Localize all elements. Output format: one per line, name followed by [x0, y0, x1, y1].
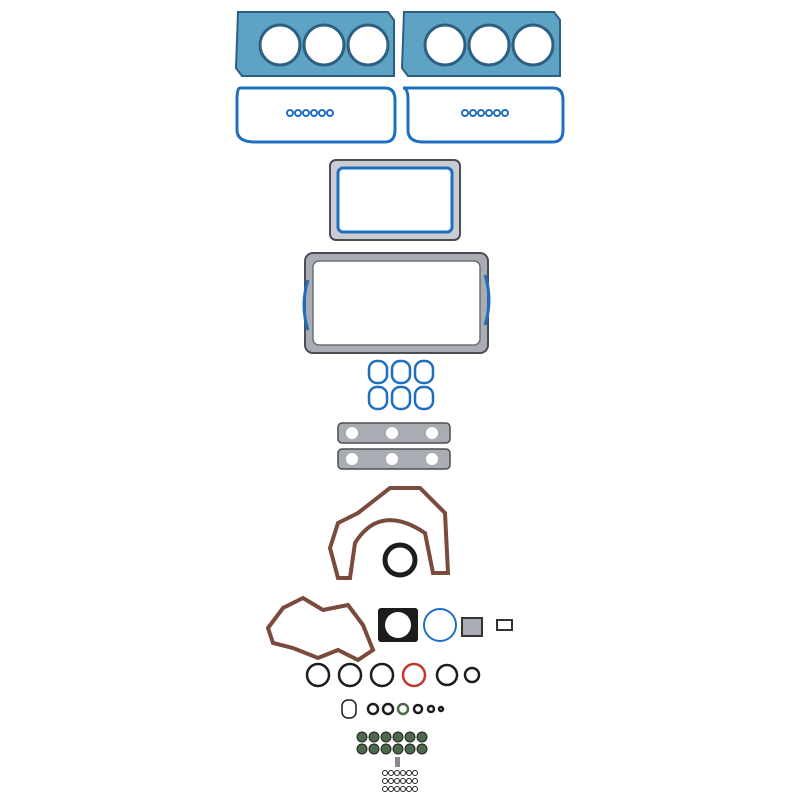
intake-seal	[413, 385, 435, 411]
spark-seal	[477, 109, 485, 117]
valve-stem-seal	[392, 731, 404, 743]
intake-seal	[390, 359, 412, 385]
oil-pan-gasket	[302, 252, 491, 354]
o-ring	[437, 705, 445, 713]
small-o-ring	[412, 770, 418, 776]
head-gasket-left	[234, 11, 395, 77]
o-ring	[381, 702, 395, 716]
small-flange-gasket	[461, 617, 483, 637]
spark-seal	[294, 109, 302, 117]
small-o-ring	[400, 786, 406, 792]
intake-runner-seals	[367, 359, 435, 411]
spark-seal	[485, 109, 493, 117]
spark-seal	[493, 109, 501, 117]
valve-stem-seal	[368, 731, 380, 743]
o-ring	[305, 662, 331, 688]
valve-stem-seal	[368, 743, 380, 755]
spark-seal	[461, 109, 469, 117]
valve-stem-seal	[392, 743, 404, 755]
valve-stem-seals	[356, 731, 428, 792]
clip	[395, 757, 400, 767]
small-o-ring	[382, 778, 388, 784]
valve-cover-gasket-right	[402, 86, 565, 144]
o-rings	[305, 662, 481, 719]
small-o-ring	[394, 770, 400, 776]
o-ring	[463, 666, 481, 684]
valve-stem-seal	[404, 731, 416, 743]
exhaust-port	[346, 427, 358, 439]
small-o-ring	[388, 786, 394, 792]
small-o-ring	[406, 770, 412, 776]
small-o-ring	[406, 786, 412, 792]
spark-plug-tube-seals	[286, 109, 509, 117]
spark-seal	[469, 109, 477, 117]
spark-seal	[302, 109, 310, 117]
intake-seal	[367, 385, 389, 411]
throttle-body-gasket	[378, 608, 418, 642]
small-flange-gasket-2	[496, 619, 513, 631]
o-ring	[401, 662, 427, 688]
spark-seal	[501, 109, 509, 117]
valve-stem-seal	[416, 743, 428, 755]
o-ring	[337, 662, 363, 688]
exhaust-port	[426, 453, 438, 465]
crank-seal	[382, 542, 418, 578]
exhaust-port	[346, 453, 358, 465]
valve-stem-seal	[380, 731, 392, 743]
small-o-ring	[412, 778, 418, 784]
head-gasket-right	[400, 11, 561, 77]
valve-stem-seal	[380, 743, 392, 755]
exhaust-port	[386, 453, 398, 465]
valve-stem-seal	[416, 731, 428, 743]
exhaust-manifold-gaskets	[337, 422, 451, 470]
timing-cover-gasket	[327, 486, 451, 580]
o-ring	[369, 662, 395, 688]
exhaust-port	[426, 427, 438, 439]
small-o-ring	[394, 786, 400, 792]
spark-seal	[326, 109, 334, 117]
figure-eight-seal	[341, 699, 357, 719]
o-ring	[426, 704, 436, 714]
small-o-ring	[388, 770, 394, 776]
spark-seal	[286, 109, 294, 117]
small-o-ring	[412, 786, 418, 792]
small-o-ring	[406, 778, 412, 784]
blue-o-ring-large	[423, 608, 457, 642]
small-o-ring	[400, 778, 406, 784]
o-ring	[412, 703, 424, 715]
intake-plenum-gasket	[329, 159, 461, 241]
small-o-ring	[388, 778, 394, 784]
small-o-ring	[400, 770, 406, 776]
valve-cover-gasket-left	[235, 86, 397, 144]
intake-seal	[367, 359, 389, 385]
spark-seal	[318, 109, 326, 117]
small-o-ring	[394, 778, 400, 784]
small-o-ring	[382, 770, 388, 776]
exhaust-port	[386, 427, 398, 439]
o-ring	[396, 702, 410, 716]
water-pump-gasket	[265, 595, 376, 663]
intake-seal	[390, 385, 412, 411]
valve-stem-seal	[356, 731, 368, 743]
o-ring	[435, 663, 459, 687]
intake-seal	[413, 359, 435, 385]
valve-stem-seal	[404, 743, 416, 755]
valve-stem-seal	[356, 743, 368, 755]
o-ring	[366, 702, 380, 716]
small-o-ring	[382, 786, 388, 792]
spark-seal	[310, 109, 318, 117]
